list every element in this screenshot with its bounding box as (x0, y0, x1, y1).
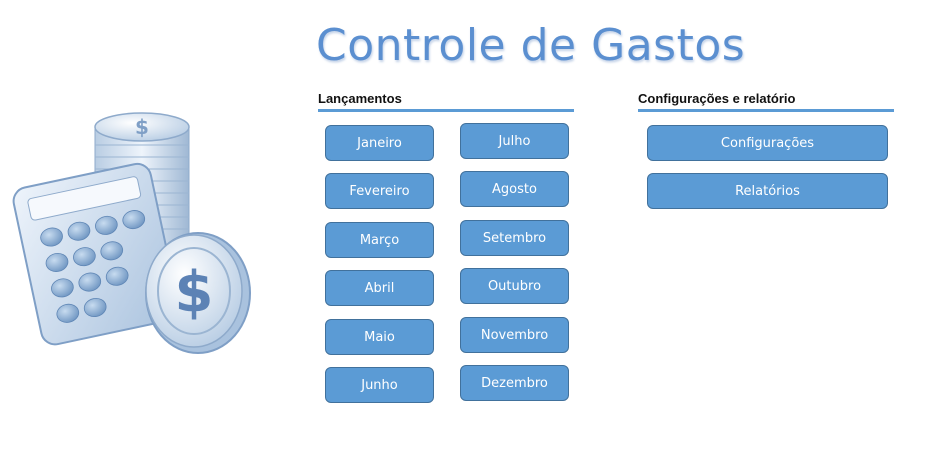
settings-button[interactable]: Configurações (647, 125, 888, 161)
page-title: Controle de Gastos (316, 20, 746, 71)
month-button-march[interactable]: Março (325, 222, 434, 258)
month-button-october[interactable]: Outubro (460, 268, 569, 304)
dollar-coin-icon: $ (145, 232, 251, 354)
month-button-july[interactable]: Julho (460, 123, 569, 159)
calculator-coins-illustration: $ $ (12, 112, 251, 354)
month-button-august[interactable]: Agosto (460, 171, 569, 207)
month-button-april[interactable]: Abril (325, 270, 434, 306)
month-button-september[interactable]: Setembro (460, 220, 569, 256)
month-button-june[interactable]: Junho (325, 367, 434, 403)
section-header-settings: Configurações e relatório (638, 92, 894, 112)
month-button-november[interactable]: Novembro (460, 317, 569, 353)
month-button-january[interactable]: Janeiro (325, 125, 434, 161)
reports-button[interactable]: Relatórios (647, 173, 888, 209)
section-header-launches: Lançamentos (318, 92, 574, 112)
month-button-december[interactable]: Dezembro (460, 365, 569, 401)
month-button-may[interactable]: Maio (325, 319, 434, 355)
svg-text:$: $ (135, 115, 149, 139)
month-button-february[interactable]: Fevereiro (325, 173, 434, 209)
svg-text:$: $ (175, 260, 214, 325)
calculator-icon (12, 162, 180, 346)
